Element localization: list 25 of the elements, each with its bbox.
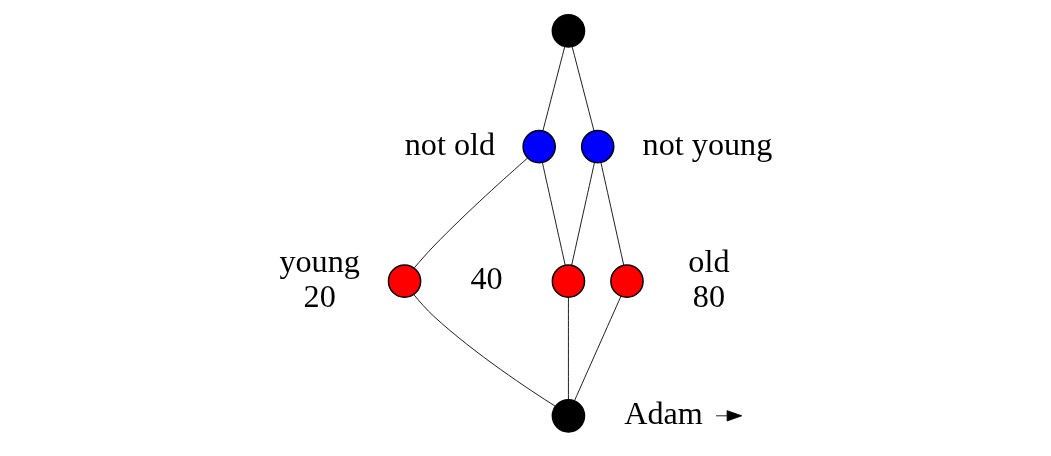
node-label: 80 xyxy=(692,277,725,314)
node-circle xyxy=(609,263,644,298)
node-circle xyxy=(551,263,585,298)
connector xyxy=(573,295,621,401)
connector xyxy=(571,45,594,131)
connector xyxy=(542,45,565,131)
node-label: not young xyxy=(642,125,772,162)
node-text: Adam xyxy=(623,394,703,431)
connector xyxy=(600,161,624,265)
node-label: old xyxy=(687,242,729,279)
connector xyxy=(541,161,566,265)
node-label: young xyxy=(278,242,360,279)
connector xyxy=(570,161,595,265)
node-circle xyxy=(551,13,585,48)
connector xyxy=(567,296,569,400)
connector xyxy=(413,157,528,268)
node-label: not old xyxy=(404,125,495,162)
node-circle xyxy=(551,398,585,433)
node-label: 40 xyxy=(469,259,503,296)
node-circle xyxy=(521,129,556,163)
connector xyxy=(412,293,556,406)
node-circle xyxy=(387,263,421,298)
node-label: 20 xyxy=(303,277,336,314)
node-circle xyxy=(580,129,615,163)
arrow xyxy=(715,409,742,421)
